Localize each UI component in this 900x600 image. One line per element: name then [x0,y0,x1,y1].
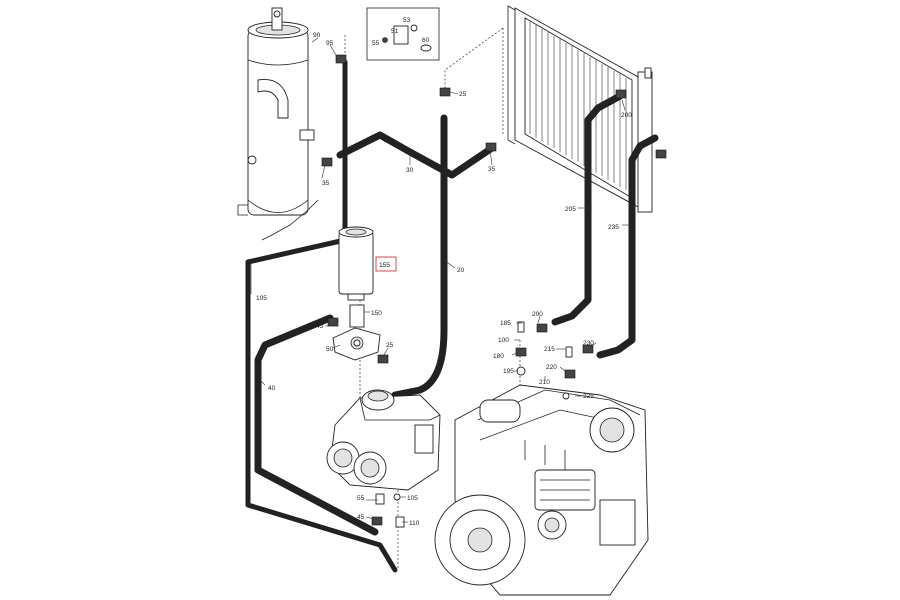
callout-200: 200 [621,112,632,119]
callout-105: 105 [407,495,418,502]
callout-195: 195 [503,368,514,375]
callout-35: 35 [488,166,496,173]
oil-filter [338,226,397,301]
compressor-air-end [326,389,441,491]
callout-180: 180 [493,353,504,360]
callout-45: 45 [357,514,365,521]
callout-155: 155 [379,262,390,269]
callout-55: 55 [372,40,380,47]
leader-lines [250,37,632,523]
callout-30: 30 [406,167,414,174]
callout-90: 90 [313,32,321,39]
highlight-box [375,256,397,272]
callout-215: 215 [544,346,555,353]
callout-45: 45 [316,323,324,330]
callout-60: 60 [422,37,430,44]
fittings [321,54,667,528]
engine [434,384,649,596]
separator-tank [237,7,319,241]
callout-labels: 90 95 35 30 35 25 105 40 20 155 150 45 5… [256,17,632,527]
callout-95: 95 [326,40,334,47]
callout-51: 51 [391,28,399,35]
detail-inset [366,7,440,61]
callout-185: 185 [500,320,511,327]
filter-head [332,304,381,361]
callout-25: 25 [459,91,467,98]
callout-25: 25 [386,342,394,349]
oil-cooler-radiator [507,5,653,213]
callout-100: 100 [498,337,509,344]
callout-205: 205 [565,206,576,213]
callout-150: 150 [371,310,382,317]
callout-35: 35 [322,180,330,187]
callout-53: 53 [403,17,411,24]
callout-200: 200 [532,311,543,318]
callout-110: 110 [409,520,420,527]
callout-235: 235 [608,224,619,231]
callout-55: 55 [357,495,365,502]
callout-50: 50 [326,346,334,353]
hoses [245,59,659,573]
callout-40: 40 [268,385,276,392]
callout-230: 230 [583,340,594,347]
callout-225: 225 [583,393,594,400]
callout-220: 220 [546,364,557,371]
callout-210: 210 [539,379,550,386]
callout-105: 105 [256,295,267,302]
callout-20: 20 [457,267,465,274]
